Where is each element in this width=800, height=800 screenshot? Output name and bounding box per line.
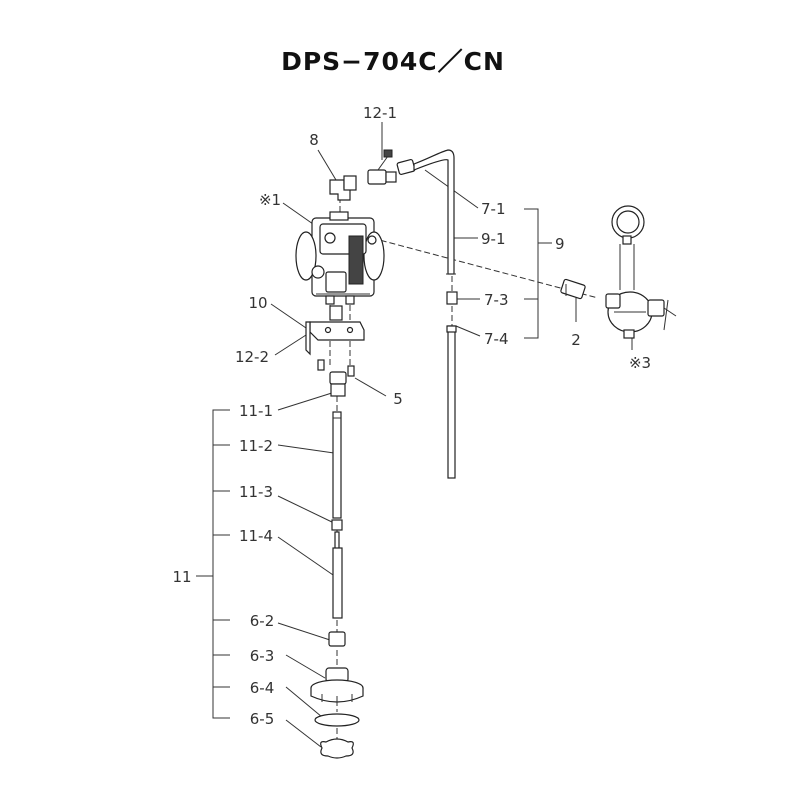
suction-tube-11-4: [332, 531, 343, 619]
hose-9-1: [413, 149, 456, 275]
label-11-3: 11-3: [239, 483, 273, 501]
adapter-11-1: [329, 371, 347, 397]
label-2: 2: [571, 331, 581, 349]
label-7-1: 7-1: [481, 200, 506, 218]
ball-valve-12-1: [367, 149, 397, 185]
label-ref-3: ※3: [629, 354, 651, 372]
part-labels: 12-1 8 ※1 7-1 9-1 9 7-3 2 7-4 ※3 10 12-2…: [172, 104, 651, 728]
label-12-2: 12-2: [235, 348, 269, 366]
nut-6-2: [328, 631, 346, 647]
label-7-3: 7-3: [484, 291, 509, 309]
label-12-1: 12-1: [363, 104, 397, 122]
label-11-1: 11-1: [239, 402, 273, 420]
snap-ring-6-5: [320, 738, 354, 759]
diagram-title: DPS−704C／CN: [281, 47, 505, 76]
pump-body: [295, 211, 385, 305]
label-10: 10: [248, 294, 267, 312]
fitting-2: [560, 278, 586, 300]
hose-fitting: [396, 158, 416, 176]
label-9: 9: [555, 235, 565, 253]
strainer-6-3: [310, 667, 364, 704]
label-5: 5: [393, 390, 403, 408]
coupling-11-3: [331, 519, 343, 531]
elbow-fitting-8: [329, 175, 357, 201]
mounting-bracket-10: [305, 305, 365, 356]
coupling-7-3: [446, 291, 458, 305]
label-6-3: 6-3: [250, 647, 275, 665]
label-11-4: 11-4: [239, 527, 273, 545]
label-11-2: 11-2: [239, 437, 273, 455]
label-7-4: 7-4: [484, 330, 509, 348]
label-11: 11: [172, 568, 191, 586]
label-8: 8: [309, 131, 319, 149]
pressure-regulator: [605, 205, 677, 339]
leader-lines: [196, 122, 633, 748]
o-ring-6-4: [314, 713, 360, 727]
label-ref-1: ※1: [259, 191, 281, 209]
label-9-1: 9-1: [481, 230, 506, 248]
hose-7-4: [446, 325, 457, 479]
suction-tube-11-2: [332, 411, 342, 519]
label-6-4: 6-4: [250, 679, 275, 697]
label-6-5: 6-5: [250, 710, 275, 728]
bolts-5: [317, 359, 355, 377]
label-6-2: 6-2: [250, 612, 275, 630]
